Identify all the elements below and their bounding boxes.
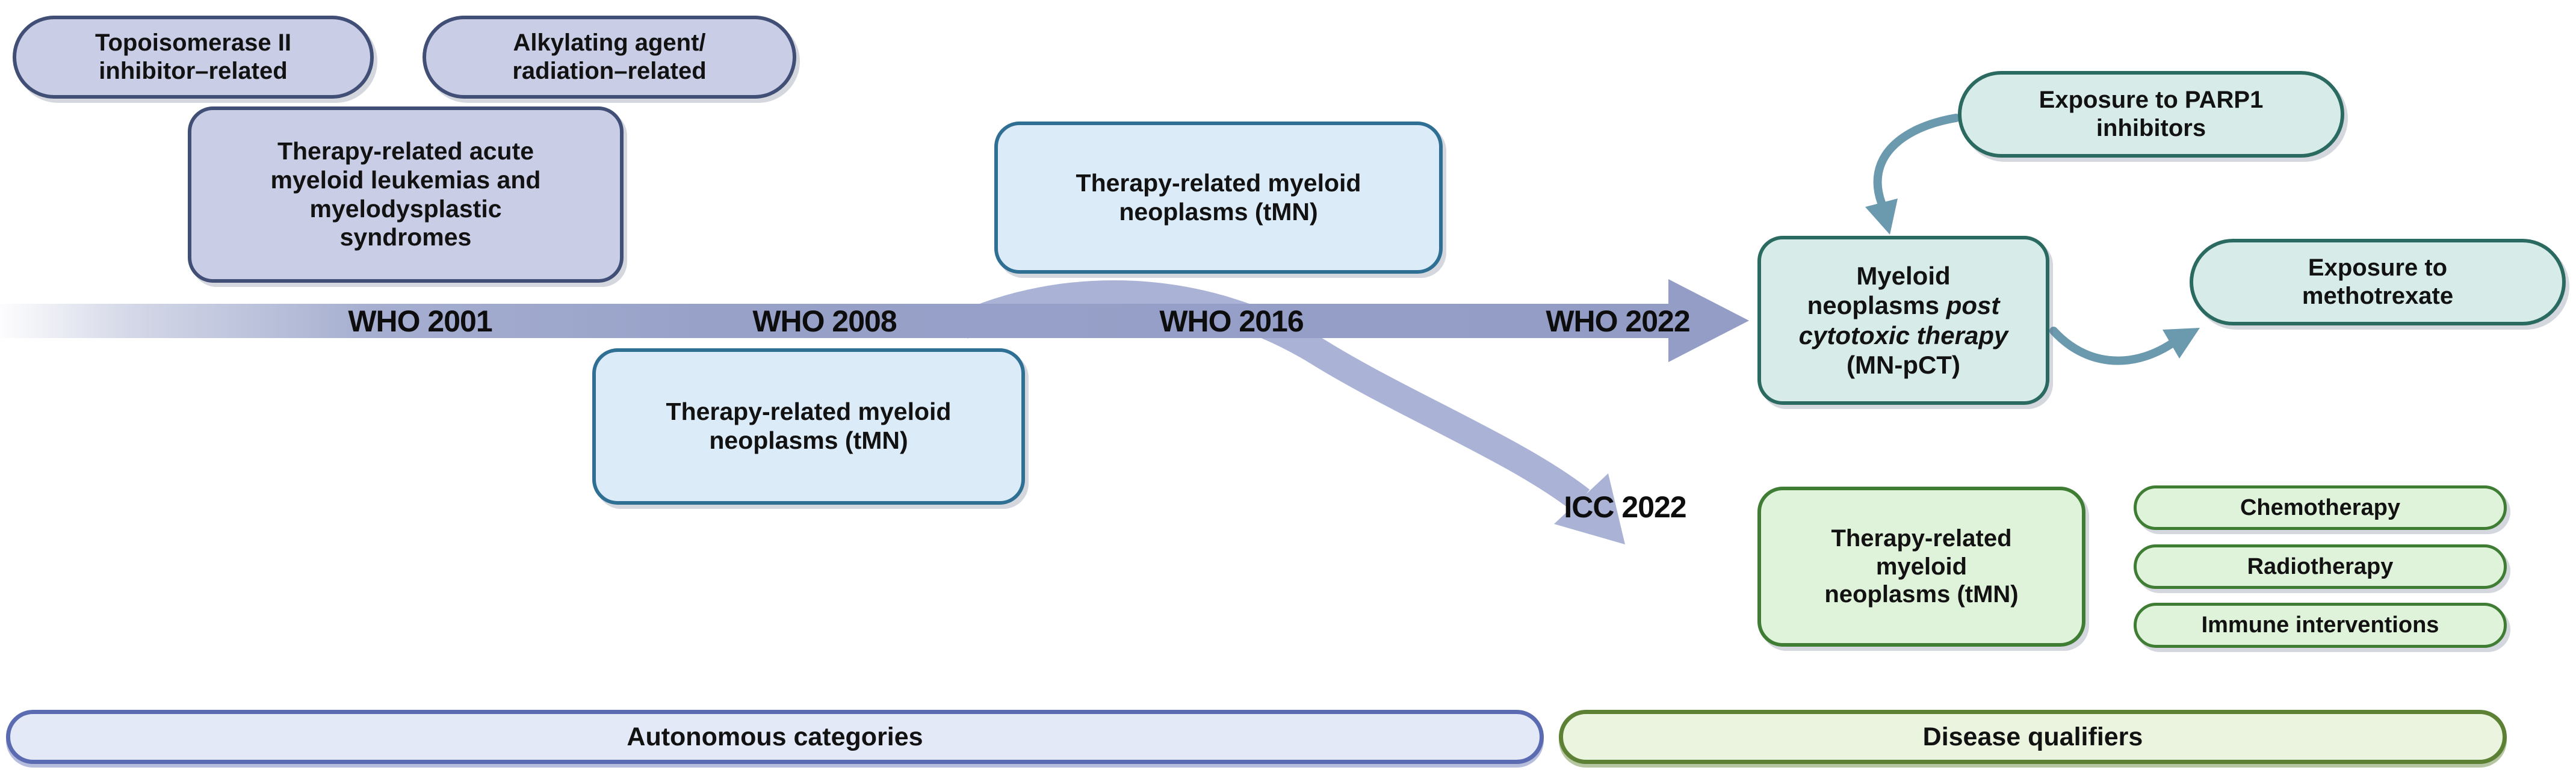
mnpct-box: Myeloid neoplasms post cytotoxic therapy… <box>1757 236 2049 405</box>
who2001-box-line4: syndromes <box>339 223 472 251</box>
methotrexate-pill-line1: Exposure to <box>2308 254 2448 282</box>
topoisomerase-pill-line1: Topoisomerase II <box>94 29 291 57</box>
mnpct-to-methotrexate-arrow-icon <box>2049 327 2200 365</box>
topoisomerase-pill-line2: inhibitor–related <box>99 58 288 84</box>
mnpct-box-line1: Myeloid <box>1856 262 1951 291</box>
icc-tmn-box-line2: myeloid <box>1875 553 1968 580</box>
qualifier-pill-immune-label: Immune interventions <box>2201 612 2439 638</box>
who2001-category-box: Therapy-related acute myeloid leukemias … <box>188 106 624 283</box>
timeline-label-who2016: WHO 2016 <box>1159 304 1304 338</box>
methotrexate-pill-line2: methotrexate <box>2302 283 2454 309</box>
timeline-label-who2008: WHO 2008 <box>752 304 897 338</box>
tmn-2016-box: Therapy-related myeloid neoplasms (tMN) <box>994 122 1443 274</box>
mnpct-box-line2: neoplasms post <box>1807 291 2000 320</box>
qualifier-pill-radiotherapy-label: Radiotherapy <box>2247 553 2394 579</box>
who2001-box-line3: myelodysplastic <box>309 194 502 223</box>
timeline-arrow <box>0 279 1749 362</box>
alkylating-pill-line1: Alkylating agent/ <box>513 29 706 57</box>
icc-tmn-box-line3: neoplasms (tMN) <box>1824 581 2019 608</box>
tmn-2008-box: Therapy-related myeloid neoplasms (tMN) <box>592 348 1025 505</box>
mnpct-box-line4: (MN-pCT) <box>1847 350 1960 379</box>
qualifier-pill-chemotherapy: Chemotherapy <box>2134 485 2507 530</box>
alkylating-pill: Alkylating agent/ radiation–related <box>423 16 796 99</box>
icc-tmn-box-line1: Therapy-related <box>1831 525 2012 552</box>
parp1-to-mnpct-arrow-icon <box>1865 114 1960 235</box>
who2001-box-line1: Therapy-related acute <box>277 137 534 165</box>
parp1-pill: Exposure to PARP1 inhibitors <box>1958 71 2344 158</box>
icc-tmn-box: Therapy-related myeloid neoplasms (tMN) <box>1757 487 2085 647</box>
methotrexate-pill: Exposure to methotrexate <box>2190 239 2566 325</box>
branch-arrow-icon <box>956 280 1625 544</box>
disease-qualifiers-label: Disease qualifiers <box>1922 722 2143 751</box>
parp1-pill-line1: Exposure to PARP1 <box>2039 87 2264 114</box>
tmn-2016-box-line1: Therapy-related myeloid <box>1076 168 1361 197</box>
tmn-2008-box-line1: Therapy-related myeloid <box>666 398 952 426</box>
tmn-2016-box-line2: neoplasms (tMN) <box>1119 197 1318 226</box>
alkylating-pill-line2: radiation–related <box>512 58 707 84</box>
who2001-box-line2: myeloid leukemias and <box>270 165 541 194</box>
qualifier-pill-chemotherapy-label: Chemotherapy <box>2240 494 2401 520</box>
mnpct-box-line3: cytotoxic therapy <box>1798 321 2008 349</box>
autonomous-categories-label: Autonomous categories <box>627 722 923 751</box>
timeline-label-who2001: WHO 2001 <box>348 304 492 338</box>
autonomous-categories-banner: Autonomous categories <box>6 710 1544 764</box>
tmn-2008-box-line2: neoplasms (tMN) <box>709 426 908 454</box>
disease-qualifiers-banner: Disease qualifiers <box>1559 710 2507 764</box>
timeline-label-icc2022: ICC 2022 <box>1564 490 1686 524</box>
qualifier-pill-immune: Immune interventions <box>2134 603 2507 648</box>
timeline-label-who2022: WHO 2022 <box>1546 304 1690 338</box>
parp1-pill-line2: inhibitors <box>2096 115 2206 141</box>
topoisomerase-pill: Topoisomerase II inhibitor–related <box>13 16 374 99</box>
qualifier-pill-radiotherapy: Radiotherapy <box>2134 544 2507 589</box>
